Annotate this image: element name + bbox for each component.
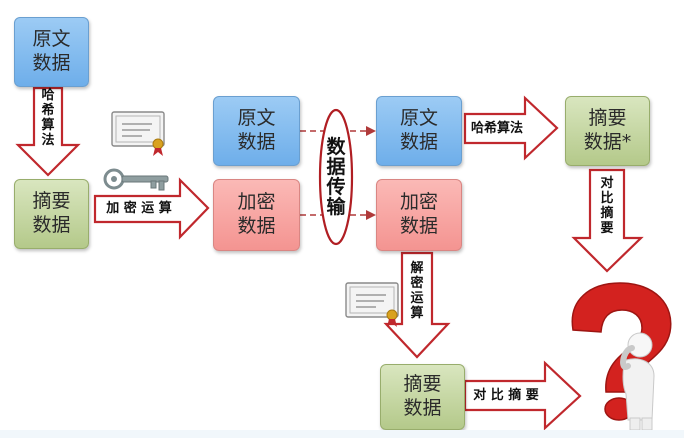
- digest-data-label: 摘要 数据: [403, 373, 442, 419]
- transfer-oval: [318, 108, 354, 246]
- original-data-box-left: 原文 数据: [14, 17, 89, 87]
- question-mark-figure: [571, 282, 672, 431]
- hash-right-arrow: [463, 95, 559, 161]
- compare-digest-label: 对 比 摘 要: [473, 387, 539, 403]
- compare-right-arrow: [463, 360, 582, 431]
- original-data-box-mid: 原文 数据: [213, 96, 300, 166]
- hash-algorithm-vertical-label: 哈 希 算 法: [41, 88, 55, 148]
- digest-data-star-label: 摘要 数据*: [583, 107, 632, 153]
- digest-data-box-left: 摘要 数据: [14, 179, 89, 249]
- encrypted-data-box-mid: 加密 数据: [213, 179, 300, 251]
- key-icon: [103, 168, 169, 191]
- original-data-box-right: 原文 数据: [376, 96, 462, 166]
- encrypted-data-label: 加密 数据: [399, 191, 438, 237]
- encrypt-right-arrow: [93, 177, 210, 240]
- compare-down-arrow: [571, 168, 644, 273]
- hash-down-arrow: [15, 86, 81, 177]
- data-transfer-label: 数 据 传 输: [326, 136, 346, 218]
- digest-data-label: 摘要 数据: [32, 190, 71, 236]
- transfer-arrowhead-bottom: [366, 210, 376, 220]
- original-data-label: 原文 数据: [399, 107, 438, 153]
- certificate-icon: [345, 282, 399, 327]
- hash-algorithm-label: 哈希算法: [470, 120, 523, 136]
- digest-data-star-box: 摘要 数据*: [565, 96, 650, 166]
- compare-digest-vertical-label: 对 比 摘 要: [600, 176, 614, 236]
- bottom-edge-strip: [0, 430, 684, 438]
- digest-data-box-bottom: 摘要 数据: [380, 364, 465, 430]
- encrypted-data-label: 加密 数据: [237, 191, 276, 237]
- original-data-label: 原文 数据: [32, 28, 71, 74]
- encrypted-data-box-right: 加密 数据: [376, 179, 462, 251]
- decrypt-operation-vertical-label: 解 密 运 算: [410, 261, 424, 321]
- question-mark-icon: [571, 282, 672, 393]
- certificate-icon: [111, 111, 165, 156]
- original-data-label: 原文 数据: [237, 107, 276, 153]
- transfer-arrowhead-top: [366, 126, 376, 136]
- decrypt-down-arrow: [383, 251, 451, 359]
- encrypt-operation-label: 加 密 运 算: [106, 201, 172, 217]
